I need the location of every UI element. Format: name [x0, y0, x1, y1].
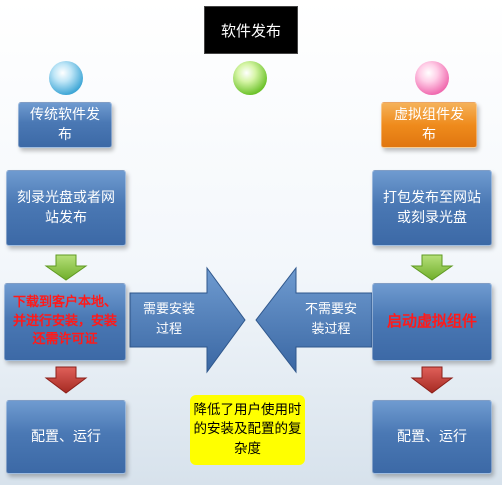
left-header-label: 传统软件发布: [30, 106, 100, 143]
left-step2-label: 下载到客户本地、并进行安装，安装还需许可证: [13, 294, 118, 348]
left-step3-label: 配置、运行: [31, 428, 101, 445]
left-step2-box: 下载到客户本地、并进行安装，安装还需许可证: [4, 283, 126, 361]
right-step1-label: 打包发布至网站或刻录光盘: [383, 189, 481, 226]
left-step1-box: 刻录光盘或者网站发布: [6, 170, 126, 246]
left-red-down-arrow: [44, 366, 88, 394]
blue-sphere-icon: [49, 61, 83, 95]
pink-sphere-icon: [415, 61, 449, 95]
right-red-down-arrow: [410, 366, 454, 394]
left-pointing-arrow: [255, 266, 373, 374]
right-green-down-arrow: [410, 254, 454, 281]
green-sphere-icon: [233, 61, 267, 95]
right-step1-box: 打包发布至网站或刻录光盘: [372, 170, 492, 246]
right-pointing-arrow: [129, 266, 246, 374]
right-header-box: 虚拟组件发布: [381, 102, 477, 148]
right-arrow-label: 不需要安装过程: [304, 302, 357, 337]
benefit-note-label: 降低了用户使用时的安装及配置的复杂度: [193, 401, 302, 457]
left-green-down-arrow: [44, 254, 88, 281]
right-step2-box: 启动虚拟组件: [372, 283, 492, 361]
right-step2-label: 启动虚拟组件: [386, 312, 477, 331]
benefit-note: 降低了用户使用时的安装及配置的复杂度: [190, 395, 305, 465]
left-header-box: 传统软件发布: [18, 102, 112, 148]
left-arrow-label: 需要安装过程: [142, 302, 195, 337]
left-step3-box: 配置、运行: [6, 400, 126, 474]
diagram-title: 软件发布: [204, 6, 298, 54]
right-step3-label: 配置、运行: [397, 428, 467, 445]
left-step1-label: 刻录光盘或者网站发布: [17, 189, 115, 226]
right-step3-box: 配置、运行: [372, 400, 492, 474]
right-header-label: 虚拟组件发布: [394, 106, 464, 143]
